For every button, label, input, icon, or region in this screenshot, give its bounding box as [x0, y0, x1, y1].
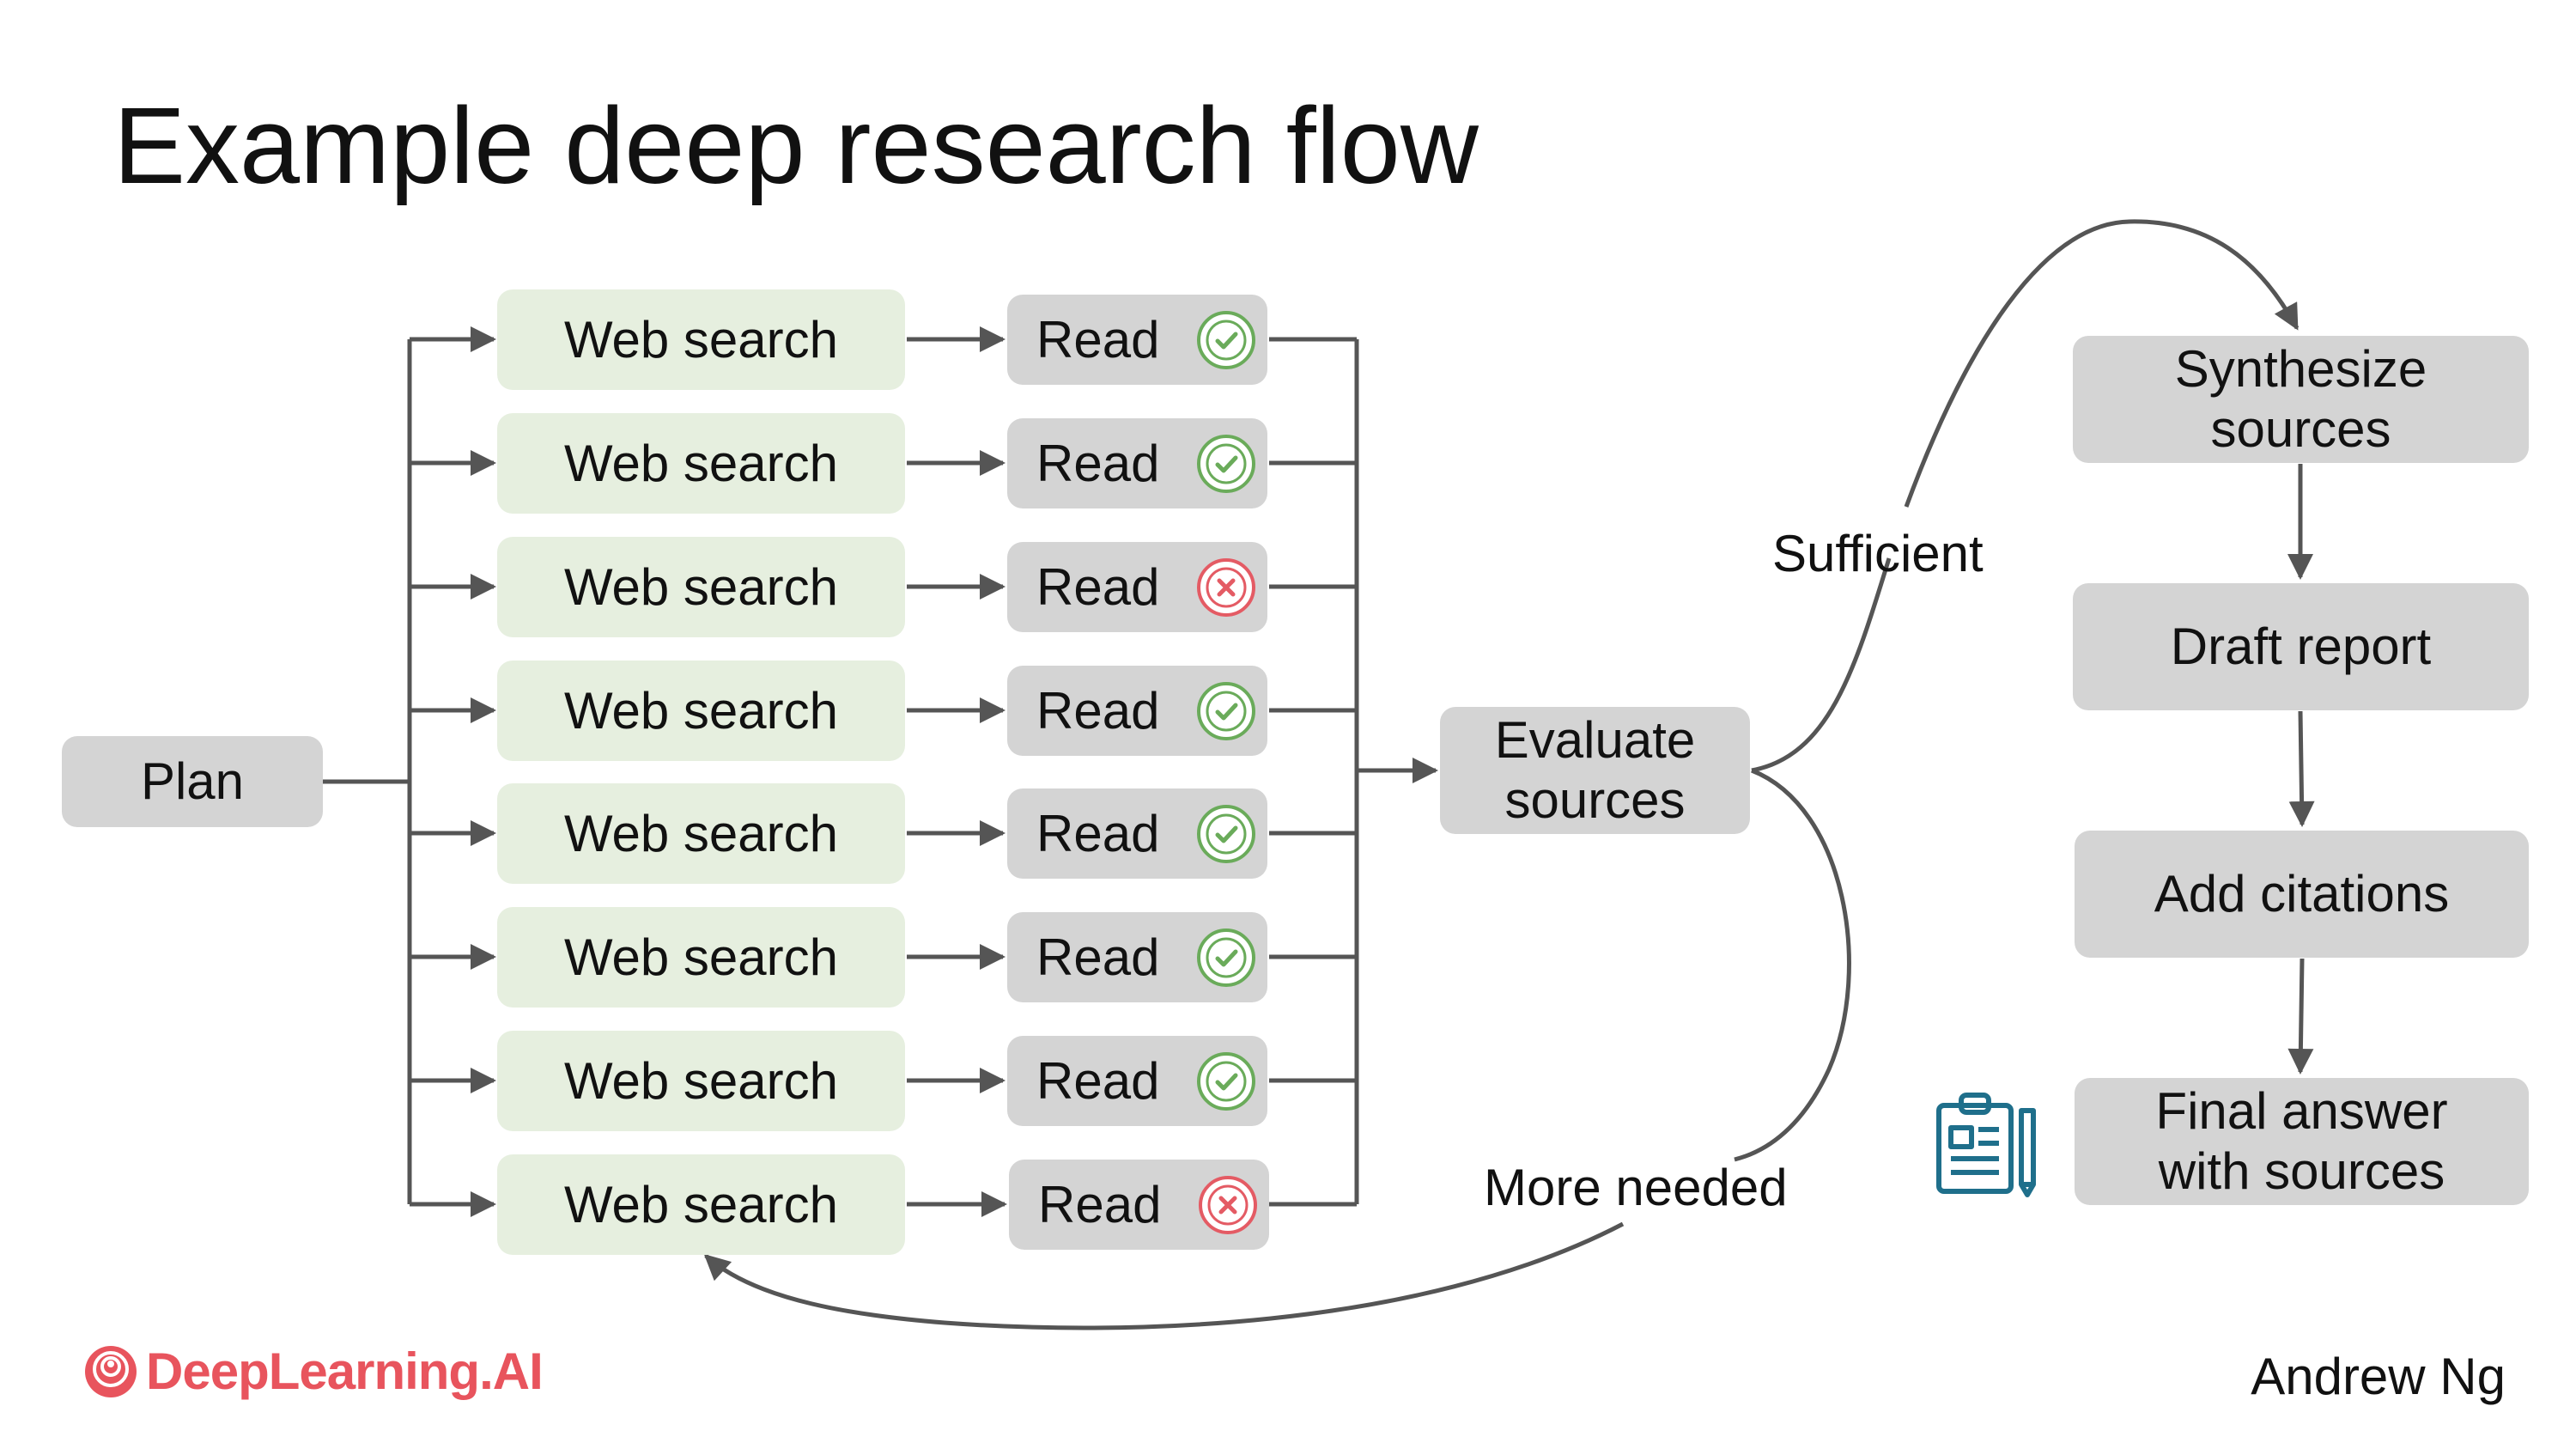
plan-label: Plan — [140, 752, 245, 810]
evaluate-sources-box: Evaluate sources — [1440, 707, 1750, 834]
web-search-label: Web search — [563, 681, 839, 740]
read-label: Read — [1036, 557, 1160, 616]
read-box: Read — [1007, 666, 1267, 756]
clipboard-report-icon — [1936, 1093, 2036, 1197]
check-icon — [1197, 804, 1255, 863]
read-label: Read — [1036, 434, 1160, 492]
web-search-label: Web search — [563, 1175, 839, 1233]
add-citations-label: Add citations — [2154, 865, 2450, 922]
read-box: Read — [1009, 1160, 1269, 1250]
web-search-box: Web search — [497, 289, 905, 390]
read-label: Read — [1036, 928, 1160, 986]
web-search-box: Web search — [497, 661, 905, 761]
more-needed-curve — [703, 1221, 1625, 1330]
author-name: Andrew Ng — [2251, 1348, 2506, 1405]
synthesize-line1: Synthesize — [2174, 340, 2427, 398]
read-label: Read — [1036, 310, 1160, 368]
read-label: Read — [1038, 1175, 1162, 1233]
read-box: Read — [1007, 788, 1267, 879]
plan-box: Plan — [62, 736, 323, 827]
deeplearning-logo-icon — [85, 1345, 137, 1397]
evaluate-line2: sources — [1504, 771, 1686, 829]
web-search-box: Web search — [497, 783, 905, 884]
sufficient-label: Sufficient — [1772, 525, 1984, 582]
web-search-label: Web search — [563, 557, 839, 616]
web-search-label: Web search — [563, 804, 839, 862]
web-search-box: Web search — [497, 1154, 905, 1255]
add-citations-box: Add citations — [2075, 831, 2529, 958]
synthesize-sources-box: Synthesize sources — [2073, 336, 2529, 463]
deeplearning-logo: DeepLearning.AI — [82, 1342, 544, 1401]
web-search-box: Web search — [497, 537, 905, 637]
web-search-label: Web search — [563, 1051, 839, 1110]
slide-title: Example deep research flow — [113, 85, 1479, 206]
draft-report-label: Draft report — [2170, 618, 2432, 675]
evaluate-line1: Evaluate — [1494, 711, 1696, 769]
web-search-label: Web search — [563, 434, 839, 492]
check-icon — [1197, 434, 1255, 493]
web-search-label: Web search — [563, 310, 839, 368]
read-label: Read — [1036, 681, 1160, 740]
read-label: Read — [1036, 1051, 1160, 1110]
final-answer-line1: Final answer — [2155, 1082, 2448, 1140]
read-box: Read — [1007, 542, 1267, 632]
web-search-box: Web search — [497, 1031, 905, 1131]
web-search-box: Web search — [497, 413, 905, 514]
check-icon — [1197, 681, 1255, 740]
check-icon — [1197, 1051, 1255, 1111]
sufficient-curve — [1751, 557, 1892, 773]
cross-icon — [1199, 1175, 1257, 1234]
draft-report-box: Draft report — [2073, 583, 2529, 710]
synthesize-line2: sources — [2210, 400, 2391, 458]
web-search-box: Web search — [497, 907, 905, 1008]
read-label: Read — [1036, 804, 1160, 862]
check-icon — [1197, 310, 1255, 369]
more-needed-label: More needed — [1484, 1159, 1788, 1216]
cross-icon — [1197, 557, 1255, 617]
logo-text: DeepLearning.AI — [146, 1342, 544, 1400]
check-icon — [1197, 928, 1255, 987]
read-box: Read — [1007, 1036, 1267, 1126]
read-box: Read — [1007, 295, 1267, 385]
web-search-label: Web search — [563, 928, 839, 986]
final-answer-line2: with sources — [2158, 1142, 2445, 1200]
read-box: Read — [1007, 912, 1267, 1002]
final-answer-box: Final answer with sources — [2075, 1078, 2529, 1205]
read-box: Read — [1007, 418, 1267, 508]
